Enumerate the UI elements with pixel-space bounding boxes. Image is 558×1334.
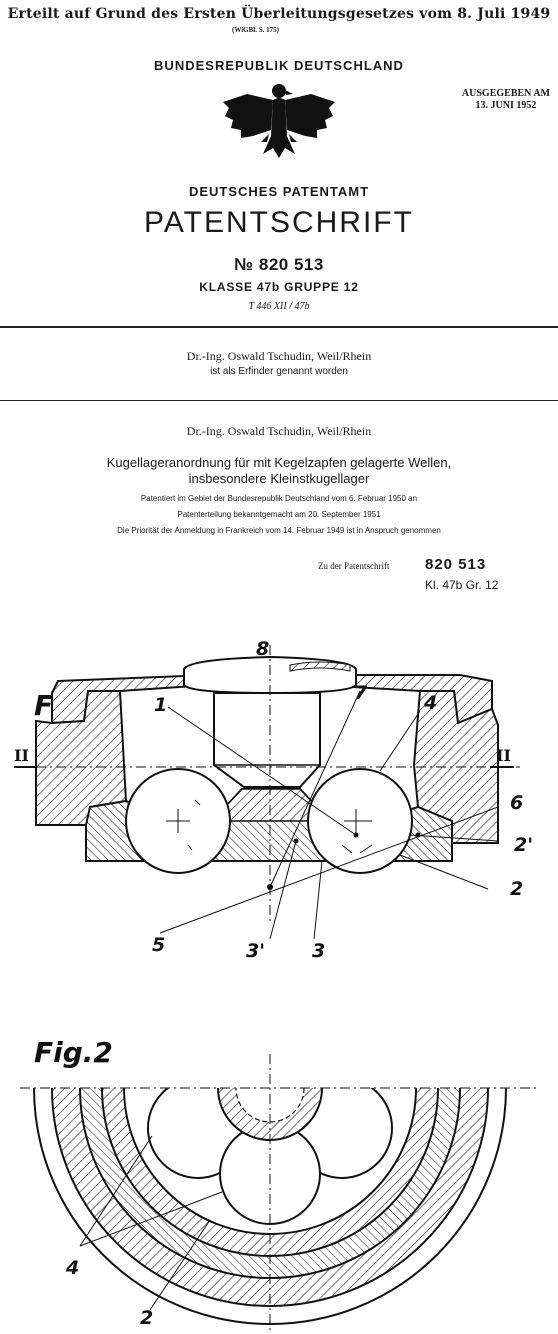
- wigbl-reference: (WiGBl. S. 175): [232, 26, 279, 34]
- fig2-title: Fig.2: [34, 1036, 113, 1069]
- figure-1-drawing: Fig.1 II II 8 7 1 4 6 2' 2 5: [14, 638, 533, 962]
- applicant-name: Dr.-Ing. Oswald Tschudin, Weil/Rhein: [186, 424, 372, 438]
- detail-line2: Patenterteilung bekanntgemacht am 20. Se…: [177, 510, 381, 519]
- issued-label: AUSGEGEBEN AM: [461, 88, 550, 99]
- patent-title-line1: Kugellageranordnung für mit Kegelzapfen …: [106, 455, 452, 470]
- grant-note: Erteilt auf Grund des Ersten Überleitung…: [7, 6, 551, 22]
- label-7: 7: [354, 682, 368, 704]
- label-2-prime: 2': [514, 834, 533, 856]
- class-group: KLASSE 47b GRUPPE 12: [199, 280, 359, 294]
- drawing-ref-number: 820 513: [425, 556, 487, 573]
- detail-line3: Die Priorität der Anmeldung in Frankreic…: [117, 526, 441, 535]
- label-3: 3: [312, 940, 325, 962]
- patent-title-line2: insbesondere Kleinstkugellager: [188, 471, 370, 486]
- patent-number: № 820 513: [234, 255, 324, 274]
- eagle-emblem: [223, 84, 335, 158]
- label-1: 1: [154, 694, 167, 716]
- inventor-note: ist als Erfinder genannt worden: [210, 366, 348, 377]
- file-code: T 446 XII / 47b: [248, 301, 310, 312]
- divider: [0, 326, 558, 328]
- country-heading: BUNDESREPUBLIK DEUTSCHLAND: [154, 58, 404, 73]
- label-3-prime: 3': [246, 940, 265, 962]
- divider: [0, 400, 558, 401]
- detail-line1: Patentiert im Gebiet der Bundesrepublik …: [140, 494, 418, 503]
- fig2-label-4: 4: [65, 1257, 79, 1279]
- section-marker-left: II: [14, 746, 29, 765]
- label-5: 5: [152, 934, 165, 956]
- section-marker-right: II: [496, 746, 511, 765]
- figure-2-drawing: Fig.2 4 2: [20, 1036, 540, 1330]
- label-4: 4: [423, 692, 437, 714]
- issued-date: 13. JUNI 1952: [475, 100, 537, 111]
- fig2-label-2: 2: [140, 1307, 153, 1329]
- label-6: 6: [510, 792, 523, 814]
- label-2: 2: [510, 878, 523, 900]
- issue-date-block: AUSGEGEBEN AM 13. JUNI 1952: [462, 88, 550, 112]
- label-8: 8: [256, 638, 269, 660]
- office-name: DEUTSCHES PATENTAMT: [188, 184, 370, 199]
- drawing-ref-class: Kl. 47b Gr. 12: [425, 578, 499, 592]
- document-type: PATENTSCHRIFT: [144, 206, 414, 239]
- inventor-name: Dr.-Ing. Oswald Tschudin, Weil/Rhein: [186, 349, 372, 363]
- drawing-ref-label: Zu der Patentschrift: [318, 561, 390, 571]
